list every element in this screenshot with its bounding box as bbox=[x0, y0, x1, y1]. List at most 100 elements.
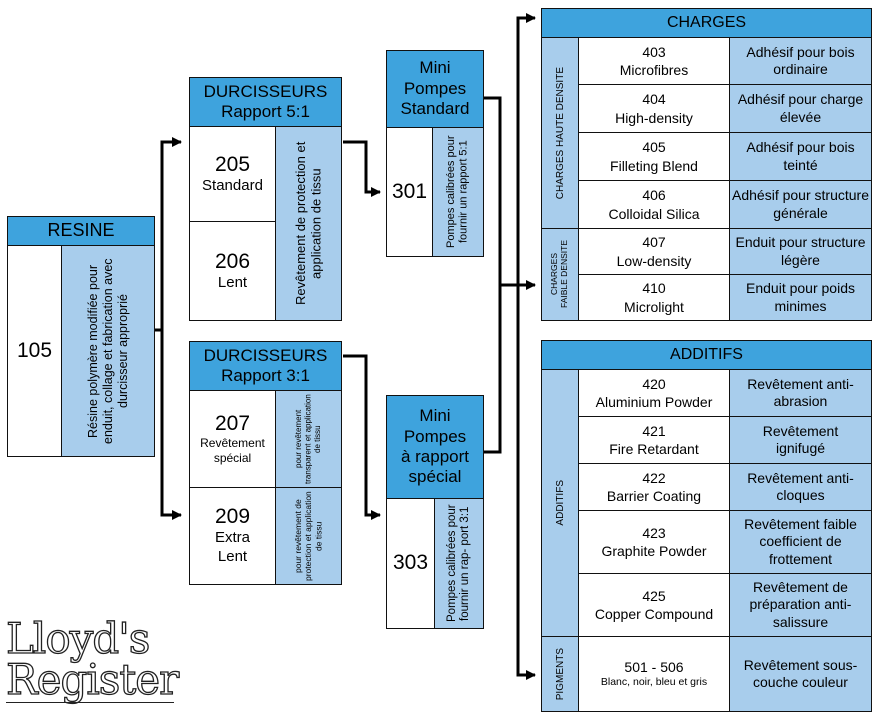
filler-405-cell: 405 Filleting Blend bbox=[578, 132, 730, 181]
hardener-209-name-line2: Lent bbox=[217, 548, 248, 566]
additive-423-name: Graphite Powder bbox=[601, 543, 707, 559]
lloyds-register-logo: Lloyd's Register bbox=[5, 614, 180, 710]
pompes-standard-header-line3: Standard bbox=[400, 99, 470, 119]
durcisseurs-51-header-line1: DURCISSEURS bbox=[203, 81, 328, 101]
pompes-special-header-line3: à rapport bbox=[400, 447, 470, 466]
durcisseurs-51-header-line2: Rapport 5:1 bbox=[221, 102, 310, 121]
filler-406-cell: 406 Colloidal Silica bbox=[578, 180, 730, 229]
filler-405-use: Adhésif pour bois teinté bbox=[729, 132, 872, 181]
resine-to-durcisseurs-lines bbox=[155, 137, 182, 520]
filler-406-code: 406 bbox=[642, 187, 666, 204]
additive-422-code: 422 bbox=[642, 469, 666, 486]
additive-423-use: Revêtement faible coefficient de frottem… bbox=[729, 510, 872, 574]
additive-425-name: Copper Compound bbox=[594, 606, 714, 622]
additive-425-use: Revêtement de préparation anti-salissure bbox=[729, 573, 872, 637]
filler-405-name: Filleting Blend bbox=[610, 157, 698, 174]
filler-404-code: 404 bbox=[642, 91, 666, 108]
additive-421-name: Fire Retardant bbox=[609, 441, 699, 457]
pompes-standard-header-line2: Pompes bbox=[403, 78, 467, 98]
pompes-special-desc: Pompes calibrées pour fournir un rap- po… bbox=[445, 504, 471, 623]
pompes-standard-desc: Pompes calibrées pour fournir un rapport… bbox=[445, 135, 470, 249]
additive-421-code: 421 bbox=[642, 422, 666, 439]
hardener-209-code: 209 bbox=[214, 505, 251, 529]
additive-421-use: Revêtement ignifugé bbox=[729, 416, 872, 464]
resine-code-cell: 105 bbox=[7, 245, 62, 457]
additive-420-code: 420 bbox=[642, 375, 666, 392]
pump-301-cell: 301 bbox=[386, 127, 433, 257]
resine-header: RESINE bbox=[7, 216, 155, 246]
hardener-209-desc: pour revêtement de protection et applica… bbox=[293, 491, 324, 581]
filler-407-cell: 407 Low-density bbox=[578, 228, 730, 275]
pompes-special-header: Mini Pompes à rapport spécial bbox=[386, 395, 484, 499]
hardener-209-desc-cell: pour revêtement de protection et applica… bbox=[275, 487, 342, 585]
resine-code: 105 bbox=[16, 338, 53, 362]
pigment-501-506-name: Blanc, noir, bleu et gris bbox=[600, 676, 708, 689]
additive-420-cell: 420 Aluminium Powder bbox=[578, 369, 730, 417]
hardener-205-name: Standard bbox=[202, 176, 263, 194]
charges-haute-group: CHARGES HAUTE DENSITE bbox=[541, 37, 579, 229]
durcisseurs-31-header: DURCISSEURS Rapport 3:1 bbox=[189, 341, 342, 391]
hardener-207-desc: pour revêtement transparent et applicati… bbox=[294, 394, 323, 484]
charges-haute-label: CHARGES HAUTE DENSITE bbox=[554, 66, 566, 200]
pompes-special-header-line4: spécial bbox=[408, 467, 462, 487]
filler-404-use: Adhésif pour charge élevée bbox=[729, 84, 872, 133]
pompes-to-tables-lines bbox=[484, 13, 536, 680]
filler-403-name: Microfibres bbox=[619, 62, 689, 78]
charges-faible-label-line2: FAIBLE DENSITE bbox=[559, 240, 569, 309]
pompes-special-header-line1: Mini bbox=[419, 406, 451, 426]
filler-406-name: Colloidal Silica bbox=[608, 205, 700, 222]
pompes-standard-desc-cell: Pompes calibrées pour fournir un rapport… bbox=[432, 127, 484, 257]
filler-407-name: Low-density bbox=[616, 252, 692, 269]
pigments-group: PIGMENTS bbox=[541, 636, 579, 712]
hardener-209-cell: 209 Extra Lent bbox=[189, 487, 276, 585]
logo-line1: Lloyd's bbox=[5, 614, 151, 663]
resine-desc: Résine polymère modifiée pour enduit, co… bbox=[85, 258, 130, 444]
charges-header: CHARGES bbox=[541, 8, 872, 38]
hardener-206-code: 206 bbox=[214, 249, 251, 273]
pigment-501-506-cell: 501 - 506 Blanc, noir, bleu et gris bbox=[578, 636, 730, 712]
pompes-standard-header: Mini Pompes Standard bbox=[386, 50, 484, 128]
filler-407-use: Enduit pour structure légère bbox=[729, 228, 872, 275]
additive-420-name: Aluminium Powder bbox=[595, 394, 713, 410]
hardener-209-name-line1: Extra bbox=[214, 529, 250, 547]
pump-303-cell: 303 bbox=[386, 498, 435, 629]
pump-303-code: 303 bbox=[392, 551, 429, 575]
filler-403-use: Adhésif pour bois ordinaire bbox=[729, 37, 872, 85]
additive-420-use: Revêtement anti-abrasion bbox=[729, 369, 872, 417]
pompes-special-desc-cell: Pompes calibrées pour fournir un rap- po… bbox=[434, 498, 484, 629]
additive-422-use: Revêtement anti-cloques bbox=[729, 463, 872, 511]
charges-faible-group: CHARGES FAIBLE DENSITE bbox=[541, 228, 579, 321]
durcisseurs-51-desc-cell: Revêtement de protection et application … bbox=[275, 126, 342, 321]
additive-422-name: Barrier Coating bbox=[606, 488, 702, 504]
filler-410-use: Enduit pour poids minimes bbox=[729, 274, 872, 321]
filler-403-cell: 403 Microfibres bbox=[578, 37, 730, 85]
durcisseurs-51-desc: Revêtement de protection et application … bbox=[292, 141, 324, 306]
hardener-206-name: Lent bbox=[217, 273, 248, 291]
hardener-205-code: 205 bbox=[214, 152, 251, 176]
resine-desc-cell: Résine polymère modifiée pour enduit, co… bbox=[61, 245, 155, 457]
pump-301-code: 301 bbox=[391, 179, 428, 203]
filler-410-cell: 410 Microlight bbox=[578, 274, 730, 321]
additive-425-code: 425 bbox=[642, 587, 666, 604]
hardener-207-name-line2: spécial bbox=[213, 451, 252, 466]
filler-410-code: 410 bbox=[642, 280, 666, 297]
additifs-group: ADDITIFS bbox=[541, 369, 579, 637]
hardener-206-cell: 206 Lent bbox=[189, 221, 276, 321]
filler-410-name: Microlight bbox=[624, 298, 684, 315]
pigment-501-506-code: 501 - 506 bbox=[624, 659, 684, 676]
hardener-207-cell: 207 Revêtement spécial bbox=[189, 390, 276, 488]
additive-425-cell: 425 Copper Compound bbox=[578, 573, 730, 637]
filler-407-code: 407 bbox=[642, 234, 666, 251]
pigment-501-506-use: Revêtement sous-couche couleur bbox=[729, 636, 872, 712]
hardener-207-desc-cell: pour revêtement transparent et applicati… bbox=[275, 390, 342, 488]
additive-423-cell: 423 Graphite Powder bbox=[578, 510, 730, 574]
durcisseurs-to-pompes-lines bbox=[343, 140, 381, 520]
filler-403-code: 403 bbox=[642, 43, 666, 60]
filler-405-code: 405 bbox=[642, 139, 666, 156]
logo-line2: Register bbox=[5, 655, 179, 705]
durcisseurs-31-header-line2: Rapport 3:1 bbox=[221, 366, 310, 385]
additifs-header: ADDITIFS bbox=[541, 340, 872, 370]
pompes-special-header-line2: Pompes bbox=[403, 426, 467, 446]
logo-underline bbox=[6, 702, 174, 703]
